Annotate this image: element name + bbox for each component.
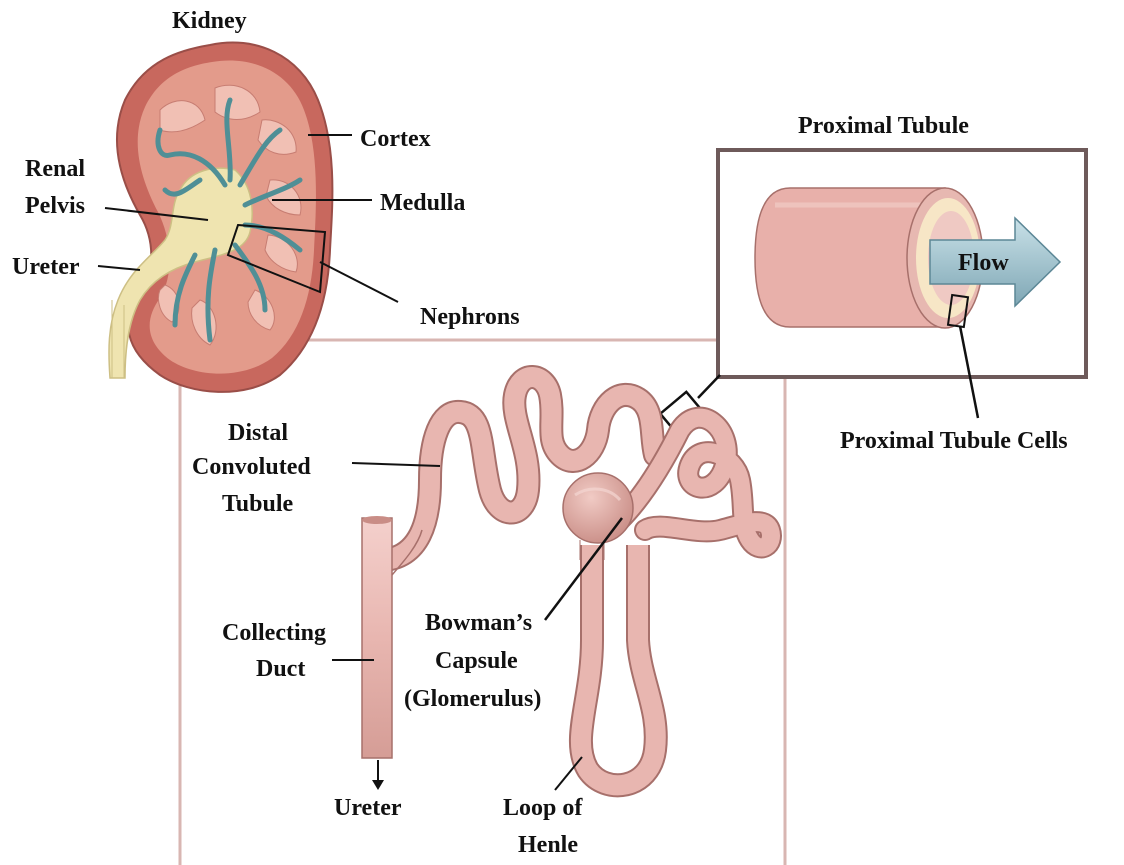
renal-pelvis-label-line2: Pelvis <box>25 193 85 219</box>
collecting-duct <box>362 518 392 758</box>
medulla-label: Medulla <box>380 190 465 216</box>
nephron-illustration <box>362 377 771 785</box>
collecting-duct-label-line1: Collecting <box>222 620 326 646</box>
kidney-title: Kidney <box>172 8 247 34</box>
loop-of-henle-label-line1: Loop of <box>503 795 583 821</box>
nephrons-label: Nephrons <box>420 304 520 330</box>
proximal-tubule-inset: Flow <box>718 150 1086 377</box>
flow-label: Flow <box>958 250 1009 276</box>
bowmans-label-line3: (Glomerulus) <box>404 686 541 712</box>
loop-of-henle-label-line2: Henle <box>518 832 578 858</box>
kidney-illustration <box>109 42 332 391</box>
proximal-tubule-cells-label: Proximal Tubule Cells <box>840 428 1068 454</box>
distal-label-line1: Distal <box>228 420 288 446</box>
bowmans-capsule <box>563 473 633 543</box>
cortex-label: Cortex <box>360 126 431 152</box>
bowmans-label-line1: Bowman’s <box>425 610 532 636</box>
ureter-label-nephron: Ureter <box>334 795 402 821</box>
bowmans-label-line2: Capsule <box>435 648 518 674</box>
proximal-tubule-title: Proximal Tubule <box>798 113 969 139</box>
collecting-duct-label-line2: Duct <box>256 656 305 682</box>
distal-label-line2: Convoluted <box>192 454 311 480</box>
renal-pelvis-label-line1: Renal <box>25 156 85 182</box>
ureter-label-kidney: Ureter <box>12 254 80 280</box>
distal-label-line3: Tubule <box>222 491 294 517</box>
